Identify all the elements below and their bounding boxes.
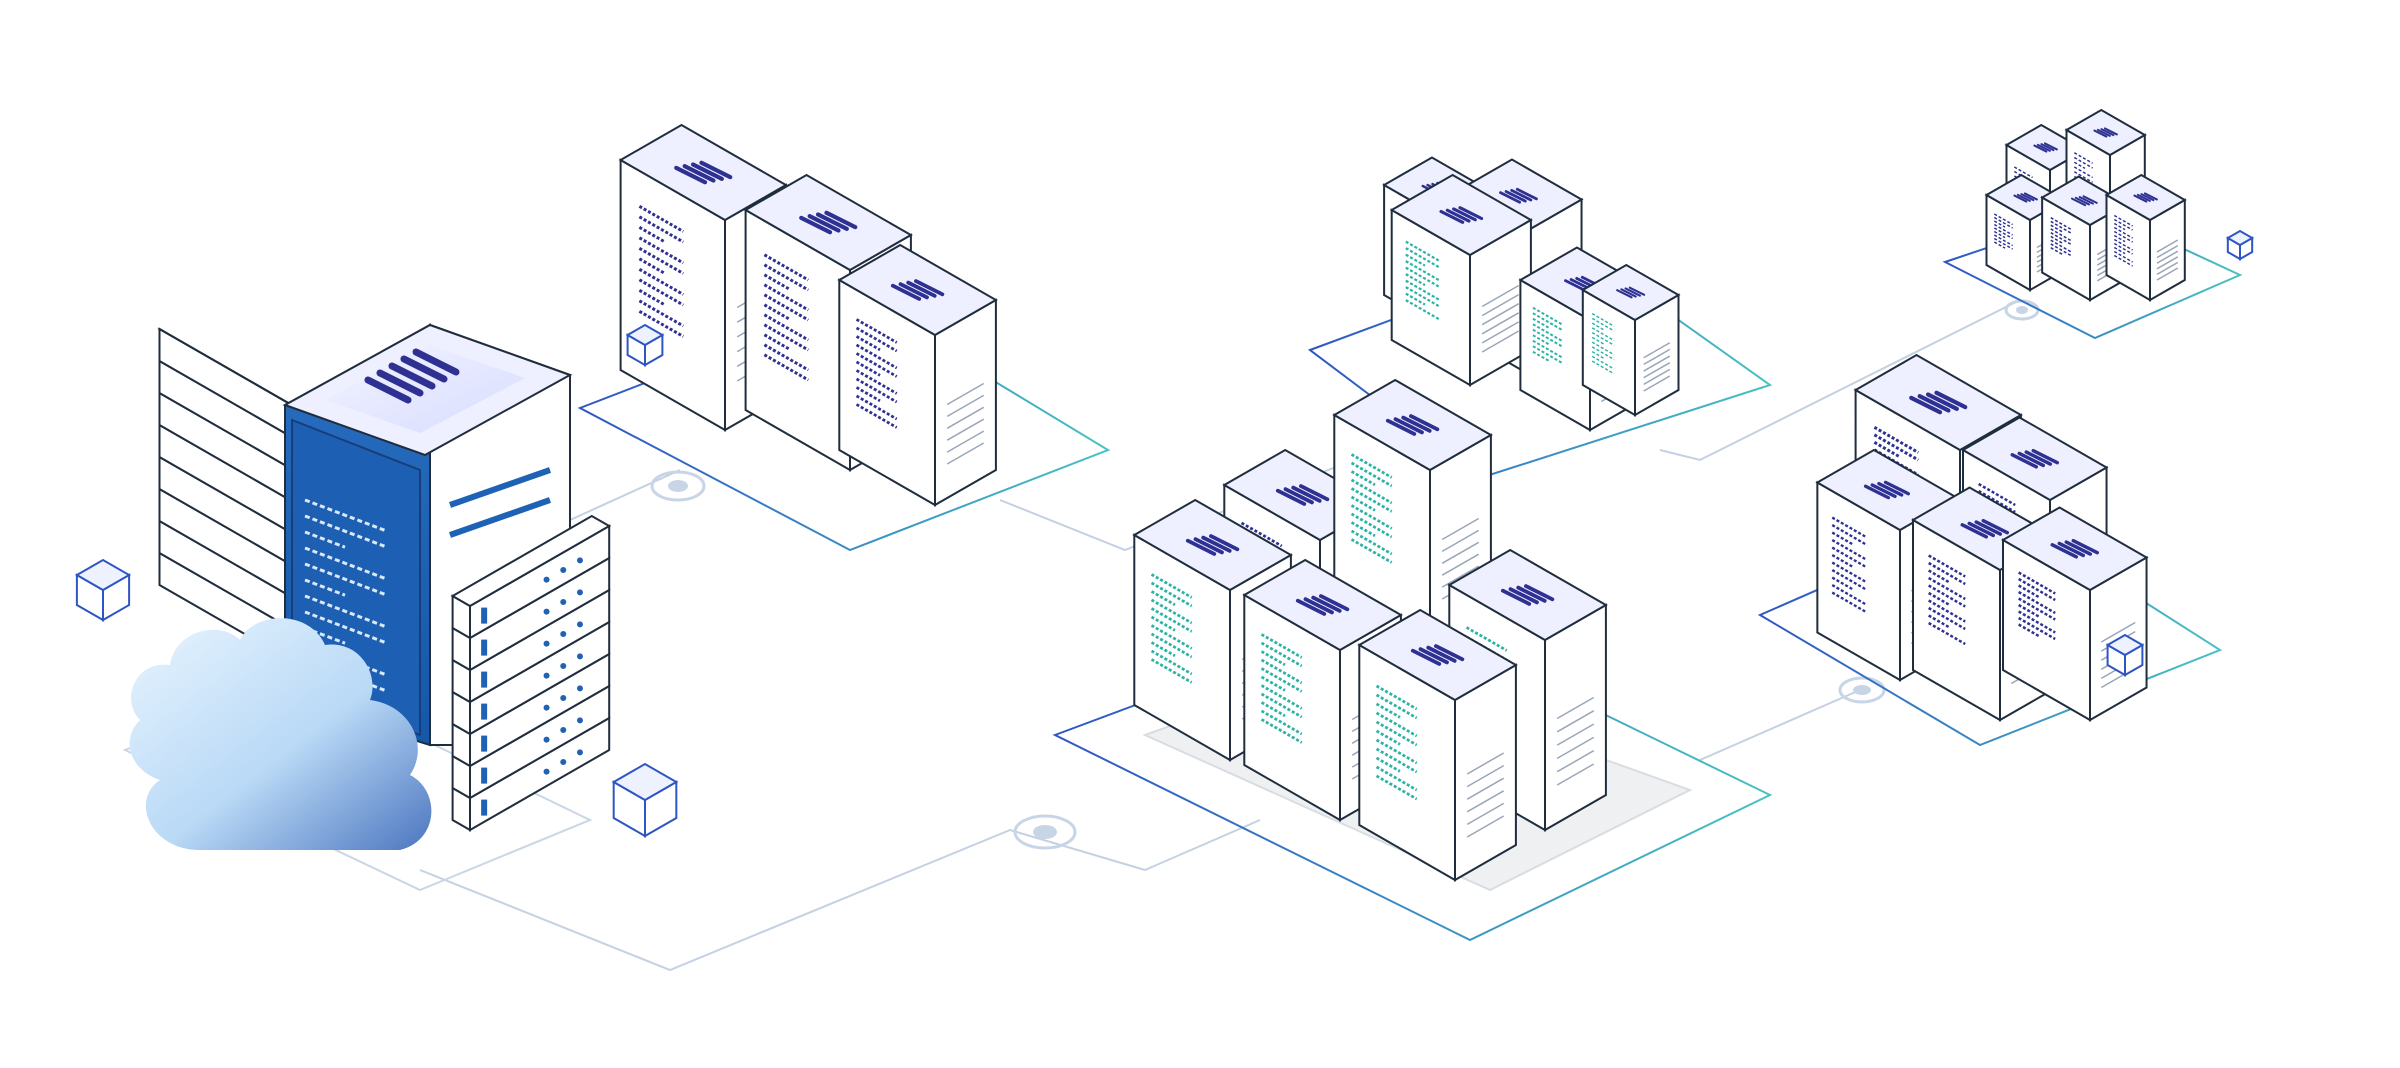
- rack-unit: [451, 684, 611, 800]
- floating-cube-icon: [74, 558, 132, 622]
- server-cabinet: [837, 243, 998, 507]
- rack-unit: [451, 588, 611, 704]
- server-cabinet: [2000, 506, 2149, 722]
- network-node-icon: [1013, 814, 1077, 850]
- floating-cube-icon: [625, 323, 665, 367]
- server-cabinet: [1389, 173, 1533, 387]
- cloud-icon: [129, 618, 432, 850]
- rack-unit: [157, 327, 297, 438]
- server-stack-right: [450, 514, 612, 832]
- server-cabinet: [1580, 263, 1681, 417]
- network-node-icon: [2004, 299, 2040, 321]
- rack-unit: [451, 652, 611, 768]
- rack-unit: [451, 556, 611, 672]
- network-node-icon: [650, 470, 706, 502]
- connector-lines: [419, 299, 2021, 972]
- server-cabinet: [2104, 173, 2187, 302]
- network-node-icon: [1838, 676, 1886, 704]
- server-cabinet: [1242, 558, 1403, 822]
- server-stack-left: [157, 327, 297, 662]
- server-cabinet: [1357, 608, 1518, 882]
- floating-cube-icon: [2225, 229, 2255, 261]
- floating-cube-icon: [611, 762, 679, 838]
- floating-cube-icon: [2105, 633, 2145, 677]
- rack-unit: [450, 514, 612, 640]
